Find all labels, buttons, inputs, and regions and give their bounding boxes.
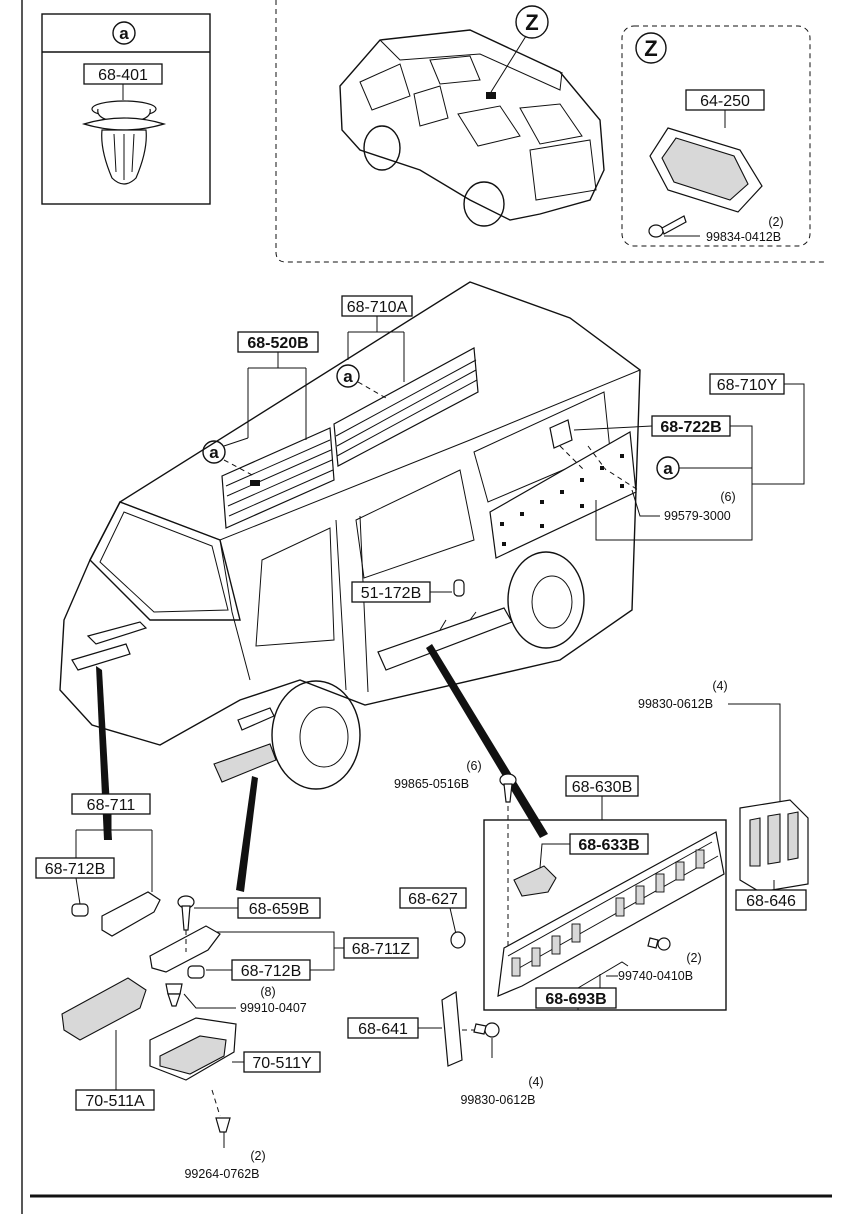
part-68-641-label: 68-641 [358, 1021, 408, 1038]
front-step-sketch [71, 621, 277, 783]
clip-99579-label: 99579-3000 [664, 509, 731, 523]
a-callout-roof-right: a [343, 367, 353, 386]
trim-68-641-icon [441, 991, 463, 1067]
part-68-693B-box [535, 987, 617, 1009]
detail-a-symbol-circle [112, 21, 136, 45]
a-callout-roof-right-circle [336, 364, 360, 388]
plug-51-172B-icon [453, 579, 465, 597]
z-inset-symbol: Z [644, 36, 657, 61]
clip-99910-label: 99910-0407 [240, 1001, 307, 1015]
z-symbol: Z [525, 10, 538, 35]
front-parts-group: 68-711 68-712B 68-659B 68-711Z 68-712B [35, 793, 419, 1181]
rear-side-panel-assembly: 68-710Y 68-722B a (6) 99579-3000 [489, 373, 805, 559]
screw-99830-bottom-label: 99830-0612B [460, 1093, 535, 1107]
mat-70-511A-icon [61, 977, 147, 1041]
detail-z-panel: Z Z 64-250 99834-0412B (2) [275, 0, 826, 263]
front-floor-leader [236, 776, 258, 892]
part-70-511A-box [75, 1089, 155, 1111]
screw-icon [648, 215, 687, 238]
clip-99264-qty: (2) [250, 1149, 265, 1163]
part-70-511A-label: 70-511A [85, 1093, 145, 1110]
bracket-68-633B-icon [513, 865, 557, 897]
a-callout-roof-left: a [209, 443, 219, 462]
clip-99264-label: 99264-0762B [184, 1167, 259, 1181]
clip-68-712B-1-icon [71, 903, 89, 917]
screw-99830-bottom-qty: (4) [528, 1075, 543, 1089]
assembly-68-630B-frame [483, 819, 727, 1011]
part-51-172B-label: 51-172B [361, 585, 422, 602]
screw-99740-icon [647, 937, 671, 951]
part-70-511Y-label: 70-511Y [252, 1055, 312, 1072]
detail-a-panel: a 68-401 [41, 13, 211, 205]
detail-z-inset-frame [621, 25, 811, 247]
z-inset-symbol-circle [635, 32, 667, 64]
molding-68-520B [221, 427, 335, 529]
screw-99834-label: 99834-0412B [706, 230, 781, 244]
part-68-633B-label: 68-633B [578, 837, 639, 854]
step-molding-68-711-icon [101, 891, 161, 937]
part-68-722B-label: 68-722B [660, 419, 721, 436]
z-symbol-circle [515, 5, 549, 39]
part-68-712B-2-label: 68-712B [241, 963, 302, 980]
part-68-712B-1-box [35, 857, 115, 879]
rear-parts-group: (4) 99830-0612B 68-646 (6) 99865-0516B 6… [347, 679, 809, 1107]
front-wheel [271, 680, 361, 790]
detail-z-border [275, 0, 826, 263]
screw-99830-bottom-icon [473, 1022, 500, 1038]
part-68-711-label: 68-711 [87, 797, 136, 814]
part-68-646-label: 68-646 [746, 893, 796, 910]
handle-pocket-icon [649, 127, 763, 213]
part-68-710Y-label: 68-710Y [717, 377, 778, 394]
screw-99865-label: 99865-0516B [394, 777, 469, 791]
rear-wheel [507, 551, 585, 649]
screw-99830-top-qty: (4) [712, 679, 727, 693]
part-68-630B-label: 68-630B [572, 779, 633, 796]
part-70-511Y-box [243, 1051, 321, 1073]
step-molding-68-711Z-icon [149, 925, 221, 973]
part-68-659B-label: 68-659B [249, 901, 310, 918]
part-68-627-label: 68-627 [408, 891, 458, 908]
door-step-leader [426, 644, 548, 838]
screw-99834-qty: (2) [768, 215, 783, 229]
part-68-646-box [735, 889, 807, 911]
molding-68-710A [333, 347, 479, 467]
main-van-drawing [59, 281, 641, 790]
screw-68-659B-icon [177, 895, 195, 931]
clip-99264-icon [215, 1117, 231, 1133]
z-location-marker [486, 92, 496, 99]
a-callout-rear: a [663, 459, 673, 478]
part-68-722B-clip [549, 419, 573, 449]
screw-99740-label: 99740-0410B [618, 969, 693, 983]
roof-molding-assembly: 68-710A 68-520B a a [202, 295, 479, 529]
part-68-693B-label: 68-693B [545, 991, 606, 1008]
screw-99865-icon [499, 773, 517, 803]
clip-68-627-icon [450, 931, 466, 949]
push-clip-icon [81, 100, 167, 185]
part-51-172B-group: 51-172B [351, 579, 465, 603]
screw-99740-qty: (2) [686, 951, 701, 965]
part-64-250-label: 64-250 [700, 93, 750, 110]
panel-68-710Y [489, 431, 637, 559]
clip-68-712B-2-icon [187, 965, 205, 979]
detail-a-symbol: a [119, 24, 129, 43]
van-overview-sketch [339, 29, 605, 227]
part-68-711Z-label: 68-711Z [352, 941, 411, 958]
part-68-520B-label: 68-520B [247, 335, 308, 352]
part-68-710A-label: 68-710A [347, 299, 408, 316]
clip-99579-qty: (6) [720, 490, 735, 504]
screw-99865-qty: (6) [466, 759, 481, 773]
clip-99910-qty: (8) [260, 985, 275, 999]
a-callout-roof-left-circle [202, 440, 226, 464]
step-plate-68-630B-icon [497, 831, 725, 997]
screw-99830-top-label: 99830-0612B [638, 697, 713, 711]
part-68-659B-box [237, 897, 321, 919]
part-68-627-box [399, 887, 467, 909]
detail-a-frame [41, 13, 211, 205]
clip-99910-icon [165, 983, 183, 1007]
detail-a-part-label: 68-401 [98, 67, 148, 84]
part-68-712B-1-label: 68-712B [45, 861, 106, 878]
